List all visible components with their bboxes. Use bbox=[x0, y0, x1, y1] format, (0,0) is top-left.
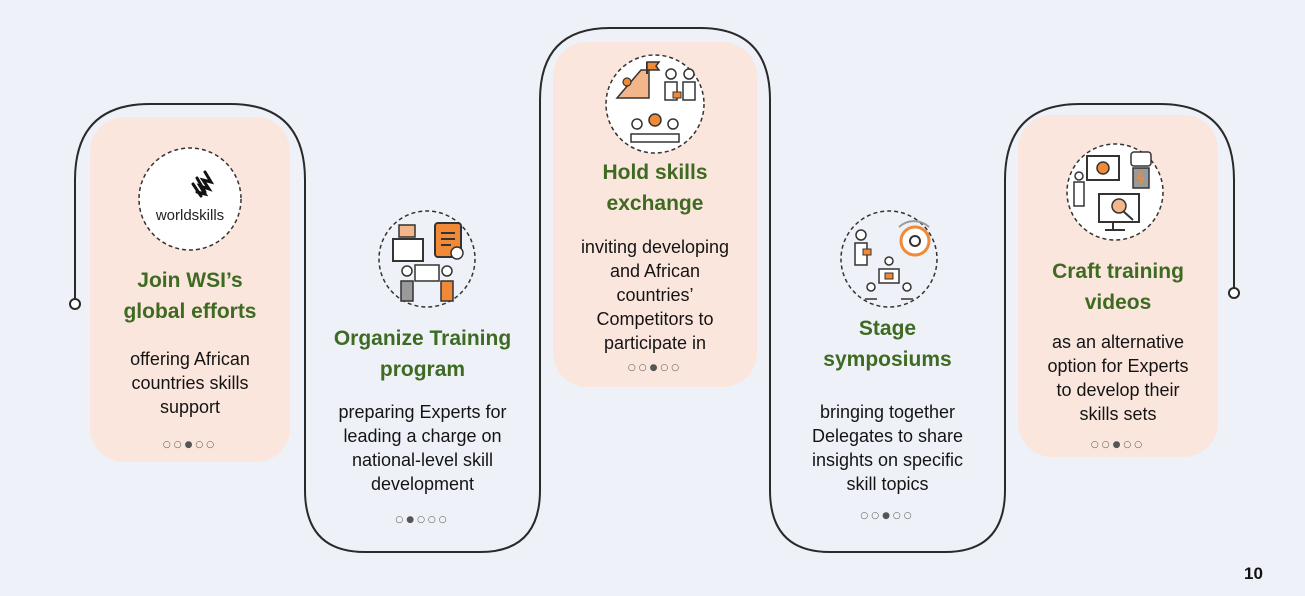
step-title-line1: Stage bbox=[858, 317, 917, 340]
step-title-line1: Organize Training bbox=[333, 327, 512, 350]
step-desc-line: countries’ bbox=[616, 285, 694, 305]
step-desc-line: insights on specific bbox=[811, 450, 964, 470]
skills-exchange-icon bbox=[601, 52, 709, 161]
step-title-line2: program bbox=[379, 358, 466, 381]
logo-text: worldskills bbox=[155, 207, 224, 224]
progress-dots: ○●○○○ bbox=[395, 515, 450, 525]
step-desc-line: support bbox=[159, 397, 221, 417]
step-desc-line: national-level skill bbox=[351, 450, 494, 470]
step-title-line2: global efforts bbox=[123, 300, 257, 323]
worldskills-logo-icon: worldskills bbox=[135, 144, 245, 259]
step-desc-line: participate in bbox=[603, 333, 707, 353]
step-card-4: Stage symposiums bringing together Deleg… bbox=[770, 195, 1005, 552]
training-program-icon bbox=[375, 207, 479, 316]
step-desc-line: to develop their bbox=[1056, 380, 1180, 400]
step-desc-line: skill topics bbox=[846, 474, 929, 494]
step-card-3: Hold skills exchange inviting developing… bbox=[553, 42, 757, 387]
page-number: 10 bbox=[1244, 564, 1263, 583]
step-desc-line: leading a charge on bbox=[343, 426, 502, 446]
step-desc-line: Delegates to share bbox=[811, 426, 964, 446]
start-node-icon bbox=[69, 298, 81, 310]
step-title-line2: symposiums bbox=[823, 348, 952, 371]
step-card-5: Craft training videos as an alternative … bbox=[1018, 115, 1218, 457]
step-desc-line: skills sets bbox=[1079, 404, 1157, 424]
end-node-icon bbox=[1228, 287, 1240, 299]
step-desc-line: as an alternative bbox=[1051, 332, 1185, 352]
step-desc-line: offering African bbox=[130, 349, 250, 369]
step-desc-line: preparing Experts for bbox=[338, 402, 507, 422]
symposium-icon bbox=[837, 207, 941, 316]
progress-dots: ○○●○○ bbox=[1090, 440, 1146, 450]
step-card-1: worldskills Join WSI’s global efforts of… bbox=[90, 117, 290, 462]
training-video-icon bbox=[1063, 140, 1167, 249]
step-title-line2: exchange bbox=[606, 192, 704, 215]
step-card-2: Organize Training program preparing Expe… bbox=[305, 195, 540, 552]
step-title-line1: Hold skills bbox=[602, 161, 708, 184]
step-desc-line: and African bbox=[609, 261, 701, 281]
step-desc-line: Competitors to bbox=[596, 309, 714, 329]
step-desc-line: countries skills bbox=[131, 373, 249, 393]
progress-dots: ○○●○○ bbox=[860, 511, 915, 521]
step-desc-line: inviting developing bbox=[580, 237, 730, 257]
progress-dots: ○○●○○ bbox=[627, 363, 683, 373]
step-title-line1: Craft training bbox=[1052, 260, 1184, 283]
step-desc-line: development bbox=[370, 474, 475, 494]
step-desc-line: bringing together bbox=[819, 402, 956, 422]
progress-dots: ○○●○○ bbox=[162, 440, 218, 450]
step-title-line1: Join WSI’s bbox=[137, 269, 243, 292]
step-title-line2: videos bbox=[1084, 291, 1152, 314]
step-desc-line: option for Experts bbox=[1047, 356, 1189, 376]
